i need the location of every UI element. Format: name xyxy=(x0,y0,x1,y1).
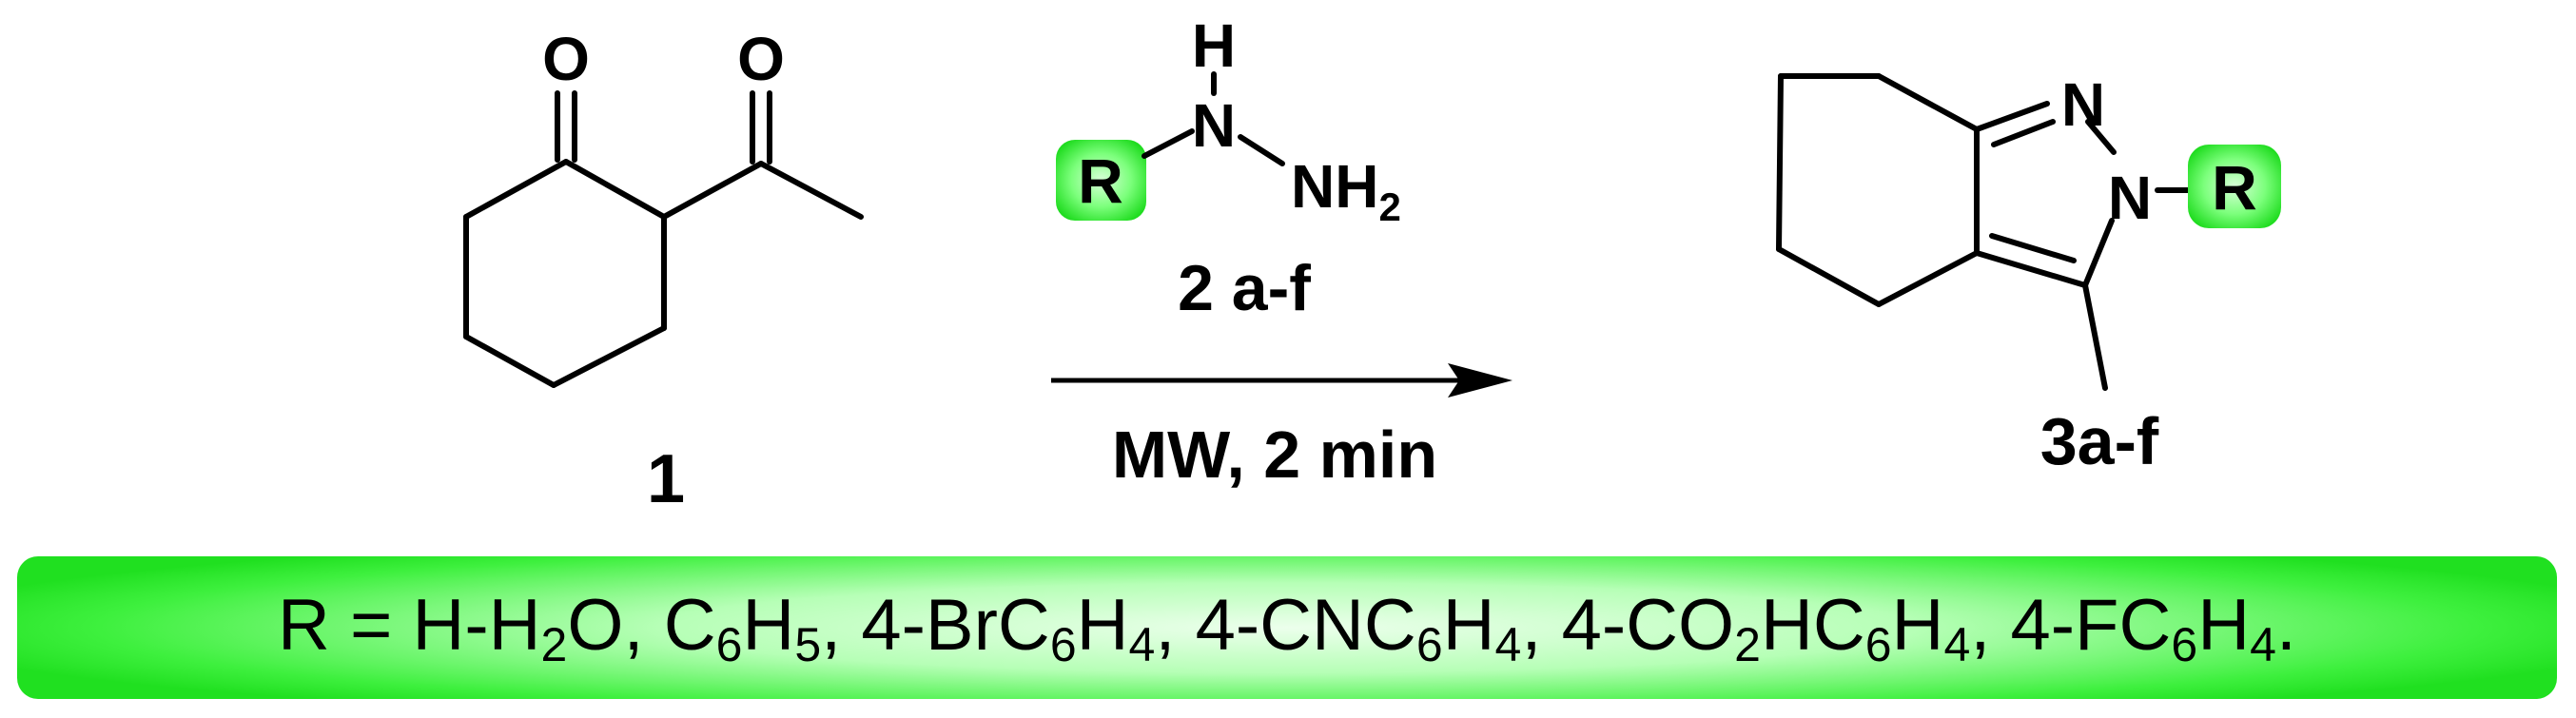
substituent-fragment: HC xyxy=(1760,584,1865,666)
substituent-item: 4-CO2HC6H4 xyxy=(1561,584,1971,671)
substituent-item: 4-CNC6H4 xyxy=(1195,584,1522,671)
substituent-fragment: 4-BrC xyxy=(861,584,1050,666)
substituent-separator: , xyxy=(1970,584,2011,666)
product-3-number: 3a-f xyxy=(2040,404,2159,478)
carbonyl-oxygen-label: O xyxy=(542,25,590,93)
reagent-h-label: H xyxy=(1192,11,1236,80)
substituent-item: 4-BrC6H4 xyxy=(861,584,1155,671)
reagent-r-n-bond xyxy=(1142,128,1195,159)
product-r-highlight xyxy=(2188,145,2281,228)
substituent-fragment: H xyxy=(1442,584,1495,666)
substituent-fragment: 4-FC xyxy=(2010,584,2172,666)
reaction-arrow-head xyxy=(1448,363,1512,398)
substituent-subscript: 5 xyxy=(794,617,822,671)
substituent-subscript: 4 xyxy=(2250,617,2276,671)
reagent-r-highlight xyxy=(1056,140,1146,221)
acetyl-oxygen-label: O xyxy=(737,25,785,93)
reagent-2-number: 2 a-f xyxy=(1178,252,1311,324)
substituent-definition-bar: R = H-H2O, C6H5, 4-BrC6H4, 4-CNC6H4, 4-C… xyxy=(17,556,2557,699)
reagent-r-label: R xyxy=(1078,146,1123,216)
substituent-fragment: H xyxy=(742,584,795,666)
product-n1-label: N xyxy=(2061,70,2105,139)
substituent-subscript: 6 xyxy=(1415,617,1443,671)
substituent-fragment: H xyxy=(1076,584,1129,666)
substituent-subscript: 4 xyxy=(1494,617,1522,671)
compound-1-structure xyxy=(463,90,864,388)
substituent-definition-text: R = H-H2O, C6H5, 4-BrC6H4, 4-CNC6H4, 4-C… xyxy=(278,584,2296,672)
substituent-separator: , xyxy=(1155,584,1196,666)
product-3-structure xyxy=(1776,73,2117,391)
compound-1-number: 1 xyxy=(647,441,685,517)
substituent-subscript: 6 xyxy=(715,617,743,671)
substituent-prefix: R = xyxy=(277,584,413,666)
reagent-n-label: N xyxy=(1192,91,1236,160)
reagent-n-n-bond xyxy=(1238,134,1285,166)
substituent-fragment: 4-CNC xyxy=(1195,584,1416,666)
substituent-separator: , xyxy=(821,584,862,666)
substituent-fragment: H xyxy=(1891,584,1944,666)
substituent-fragment: O xyxy=(567,584,624,666)
reaction-conditions: MW, 2 min xyxy=(1112,417,1437,492)
product-n2-label: N xyxy=(2108,164,2152,232)
substituent-separator: , xyxy=(1521,584,1562,666)
substituent-terminator: . xyxy=(2275,584,2297,666)
substituent-fragment: C xyxy=(663,584,716,666)
substituent-subscript: 4 xyxy=(1943,617,1971,671)
reagent-nh2-label: NH2 xyxy=(1291,152,1401,229)
substituent-subscript: 6 xyxy=(1864,617,1892,671)
substituent-subscript: 2 xyxy=(540,617,568,671)
substituent-fragment: 4-CO xyxy=(1561,584,1735,666)
substituent-subscript: 4 xyxy=(1128,617,1156,671)
substituent-item: C6H5 xyxy=(663,584,821,671)
substituent-fragment: H-H xyxy=(412,584,541,666)
substituent-subscript: 6 xyxy=(1049,617,1077,671)
substituent-fragment: H xyxy=(2197,584,2251,666)
product-r-label: R xyxy=(2212,152,2257,223)
substituent-item: H-H2O xyxy=(412,584,624,671)
substituent-subscript: 2 xyxy=(1734,617,1761,671)
substituent-subscript: 6 xyxy=(2171,617,2198,671)
substituent-separator: , xyxy=(623,584,664,666)
substituent-item: 4-FC6H4 xyxy=(2010,584,2275,671)
